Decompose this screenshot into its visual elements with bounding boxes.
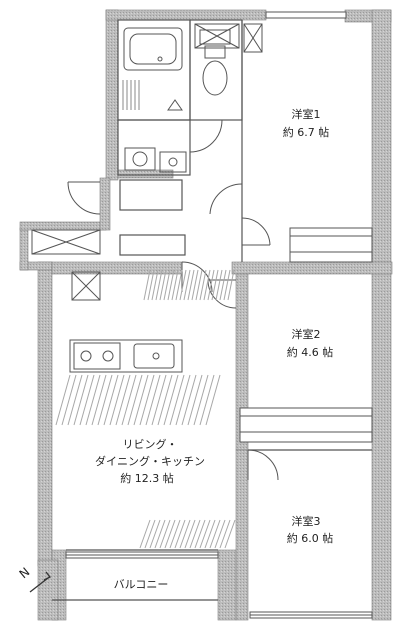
- floor-hatch-line: [227, 269, 235, 301]
- floor-hatch-line: [199, 269, 207, 301]
- floor-hatch-line: [155, 269, 163, 301]
- floor-hatch-line: [209, 519, 221, 549]
- floor-hatch-line: [79, 374, 95, 426]
- partitions: [52, 19, 372, 601]
- floor-hatch-line: [85, 374, 101, 426]
- floor-hatch-line: [91, 374, 107, 426]
- floor-hatch-line: [175, 269, 183, 301]
- floor-hatch-line: [159, 519, 171, 549]
- room-ldk-line2: ダイニング・キッチン: [95, 455, 205, 468]
- floor-hatch-line: [187, 374, 203, 426]
- room-ldk-line1: リビング・: [122, 438, 178, 451]
- floor-hatch-line: [199, 519, 211, 549]
- floor-hatch-line: [169, 519, 181, 549]
- floor-hatch-line: [73, 374, 89, 426]
- room-ldk-area: 約 12.3 帖: [120, 472, 174, 485]
- floor-hatch-line: [214, 519, 226, 549]
- floor-hatch-line: [171, 269, 179, 301]
- floor-hatch-line: [163, 374, 179, 426]
- floor-hatch-line: [204, 519, 216, 549]
- floor-hatch-line: [189, 519, 201, 549]
- washbasin: [159, 151, 187, 173]
- room-western2-name: 洋室2: [291, 328, 321, 341]
- floor-hatch-line: [191, 269, 199, 301]
- balcony-label: バルコニー: [113, 578, 169, 591]
- floor-hatch-line: [199, 374, 215, 426]
- floor-hatch-line: [55, 374, 71, 426]
- floor-hatch-line: [145, 374, 161, 426]
- bathroom-stripes: [122, 80, 183, 111]
- doors: [67, 119, 279, 481]
- floor-hatch-line: [103, 374, 119, 426]
- floor-hatch-line: [223, 269, 231, 301]
- floor-hatch-line: [115, 374, 131, 426]
- floor-hatch-line: [184, 519, 196, 549]
- kitchen-counter: [69, 339, 183, 373]
- floor-hatch-line: [187, 269, 195, 301]
- floor-hatch-line: [157, 374, 173, 426]
- floor-hatch-line: [67, 374, 83, 426]
- bathtub: [123, 27, 183, 71]
- closets: [239, 227, 373, 443]
- floor-hatch-line: [194, 519, 206, 549]
- toilet: [199, 29, 231, 96]
- room-western3-area: 約 6.0 帖: [286, 532, 334, 545]
- floor-hatch-line: [224, 519, 236, 549]
- floor-hatch-line: [211, 269, 219, 301]
- floor-shading: [55, 269, 236, 549]
- floor-hatch-line: [151, 374, 167, 426]
- floor-hatch-line: [151, 269, 159, 301]
- floor-hatch-line: [144, 519, 156, 549]
- floor-hatch-line: [203, 269, 211, 301]
- floor-hatch-line: [139, 519, 151, 549]
- floor-hatch-line: [175, 374, 191, 426]
- floor-hatch-line: [147, 269, 155, 301]
- floor-hatch-line: [167, 269, 175, 301]
- floor-hatch-line: [163, 269, 171, 301]
- floor-hatch-line: [219, 269, 227, 301]
- floor-hatch-line: [139, 374, 155, 426]
- room-western2-area: 約 4.6 帖: [286, 346, 334, 359]
- room-western1-name: 洋室1: [291, 108, 321, 121]
- floor-hatch-line: [97, 374, 113, 426]
- floor-hatch-line: [133, 374, 149, 426]
- floor-hatch-line: [179, 269, 187, 301]
- floor-hatch-line: [143, 269, 151, 301]
- floor-hatch-line: [183, 269, 191, 301]
- compass-arrow: [29, 571, 52, 593]
- washing-pan: [124, 147, 156, 171]
- floor-hatch-line: [207, 269, 215, 301]
- floor-hatch-line: [195, 269, 203, 301]
- floor-hatch-line: [179, 519, 191, 549]
- floor-hatch-line: [219, 519, 231, 549]
- floor-hatch-line: [174, 519, 186, 549]
- floor-hatch-line: [154, 519, 166, 549]
- floor-hatch-line: [193, 374, 209, 426]
- windows: [65, 11, 373, 619]
- floor-hatch-line: [169, 374, 185, 426]
- floor-hatch-line: [61, 374, 77, 426]
- floor-hatch-line: [205, 374, 221, 426]
- floor-hatch-line: [181, 374, 197, 426]
- floor-hatch-line: [164, 519, 176, 549]
- floor-hatch-line: [159, 269, 167, 301]
- floor-hatch-line: [149, 519, 161, 549]
- floor-hatch-line: [109, 374, 125, 426]
- room-western3-name: 洋室3: [291, 515, 321, 528]
- floor-hatch-line: [215, 269, 223, 301]
- floor-hatch-line: [127, 374, 143, 426]
- floor-hatch-line: [121, 374, 137, 426]
- shafts: [31, 23, 263, 301]
- room-western1-area: 約 6.7 帖: [282, 126, 330, 139]
- walls: [19, 9, 393, 621]
